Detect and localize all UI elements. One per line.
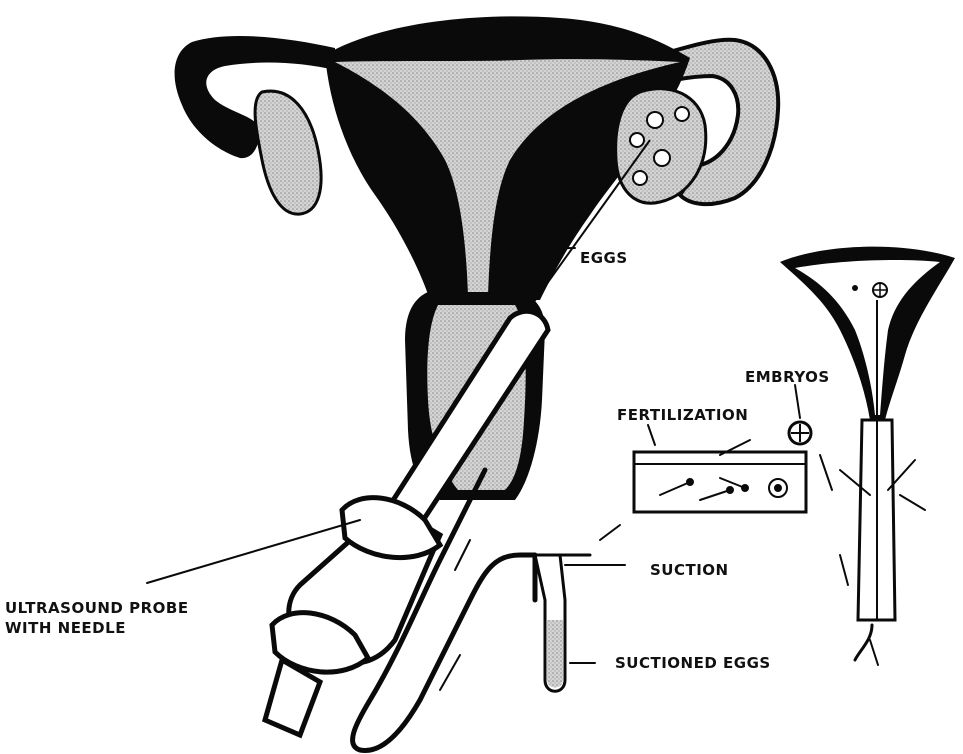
catheter-tip: [855, 620, 888, 660]
egg: [675, 107, 689, 121]
embryos-leader: [795, 385, 800, 418]
embryo: [789, 422, 811, 444]
probe-label-line2: WITH NEEDLE: [5, 619, 126, 637]
fertilization-label: FERTILIZATION: [617, 406, 748, 424]
transfer-arrow-1: [820, 455, 832, 490]
collection-test-tube: [535, 555, 590, 691]
fertilization-dish: [634, 452, 806, 512]
embryos-label: EMBRYOS: [745, 368, 830, 386]
return-arrow: [870, 640, 878, 665]
suction-label: SUCTION: [650, 561, 729, 579]
fertilization-leader: [648, 425, 655, 445]
transfer-arrow-2: [840, 555, 848, 585]
suction-arrow: [600, 525, 620, 540]
egg: [647, 112, 663, 128]
tube-contents: [547, 620, 563, 688]
egg: [633, 171, 647, 185]
eggs-label: EGGS: [580, 249, 628, 267]
egg: [654, 150, 670, 166]
egg: [630, 133, 644, 147]
left-ovary: [255, 91, 321, 214]
probe-label-line1: ULTRASOUND PROBE: [5, 599, 189, 617]
suctioned-eggs-label: SUCTIONED EGGS: [615, 654, 771, 672]
